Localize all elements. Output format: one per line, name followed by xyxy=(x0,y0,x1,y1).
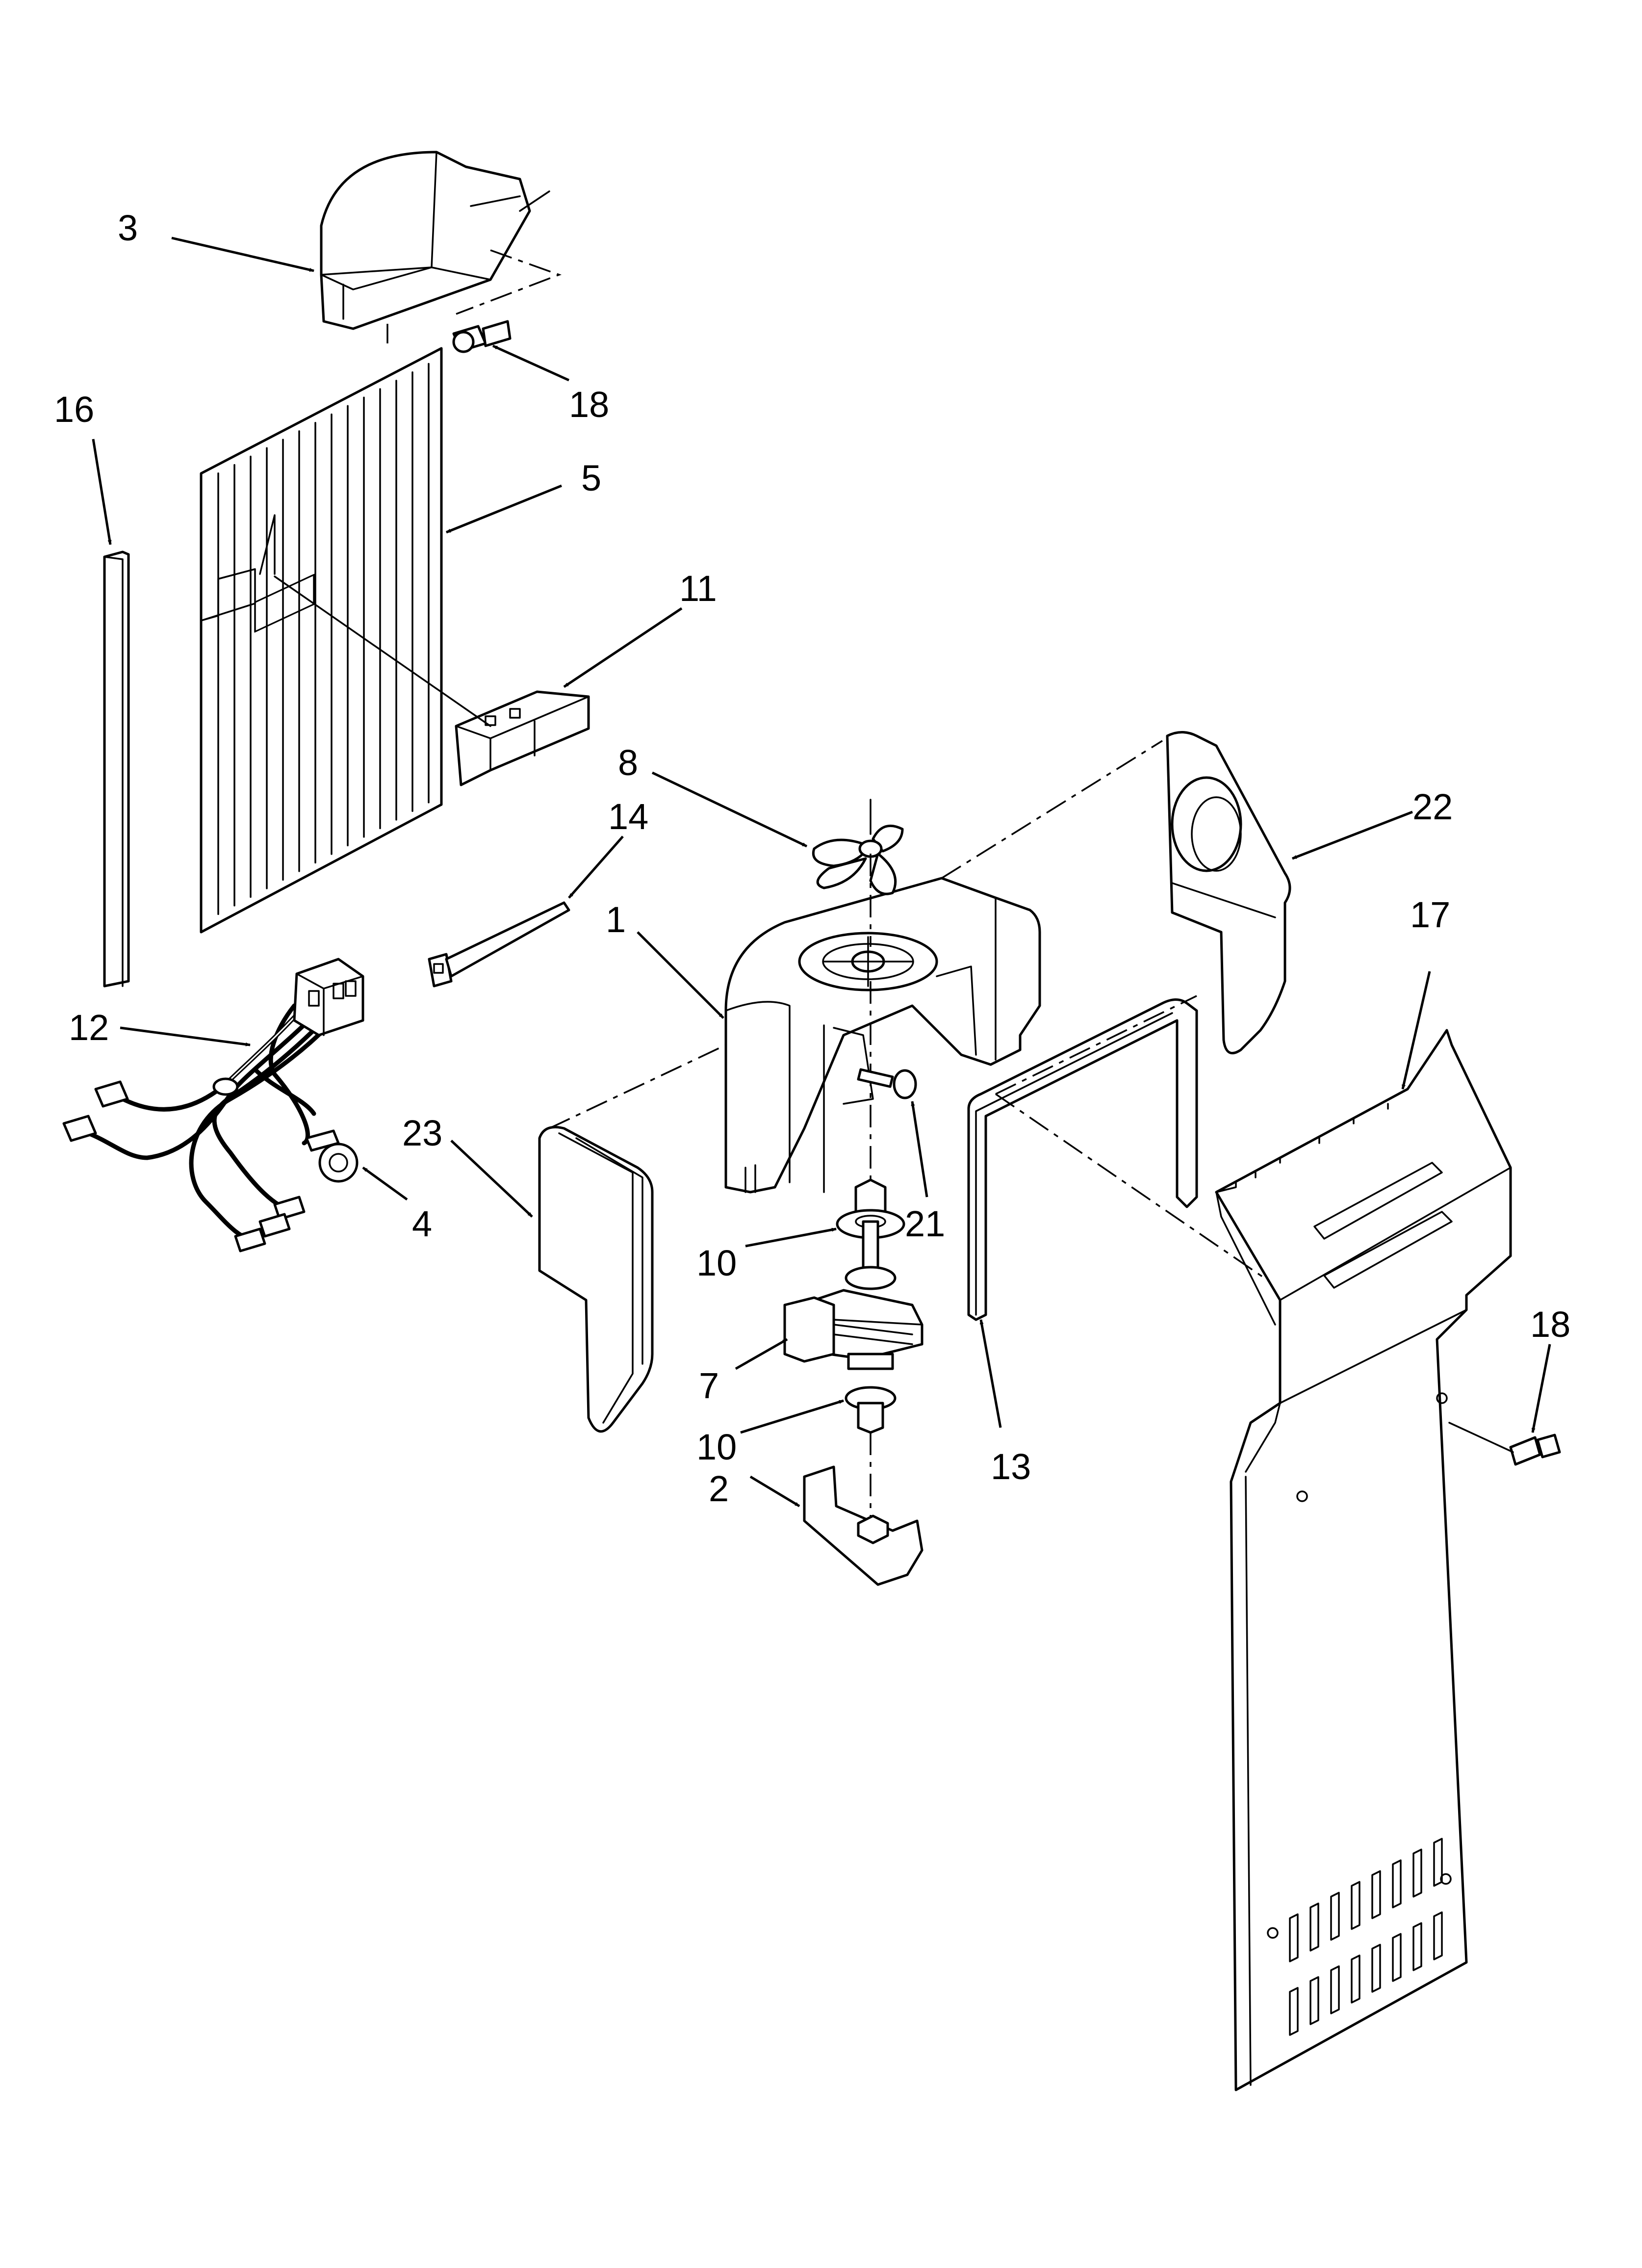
callout-4: 4 xyxy=(412,1203,432,1244)
part-18-screw-top xyxy=(452,320,512,353)
callout-10-upper: 10 xyxy=(696,1243,737,1283)
part-1-fan-housing xyxy=(724,877,1041,1194)
part-16-foam-strip xyxy=(103,550,130,988)
part-8-fan-blade xyxy=(812,799,904,895)
callout-13: 13 xyxy=(991,1446,1031,1487)
callout-17: 17 xyxy=(1410,894,1450,935)
vent-slot xyxy=(1289,1987,1299,2036)
vent-slot xyxy=(1371,1870,1381,1919)
callout-18-top: 18 xyxy=(569,384,609,425)
vent-slot xyxy=(1289,1913,1299,1962)
part-4-grommet xyxy=(318,1143,359,1183)
vent-slot xyxy=(1412,1922,1422,1971)
vent-slot xyxy=(1433,1911,1443,1960)
callout-11: 11 xyxy=(679,568,717,609)
vent-slot xyxy=(1351,1881,1360,1930)
callout-18-right: 18 xyxy=(1530,1304,1570,1345)
vent-slot xyxy=(1351,1955,1360,2004)
callout-12: 12 xyxy=(69,1007,109,1048)
callout-labels: 3 18 16 5 11 8 14 22 1 17 12 23 4 21 10 … xyxy=(54,208,1570,1509)
callout-16: 16 xyxy=(54,389,94,430)
part-22-insulation-right xyxy=(1166,731,1291,1055)
vent-slot xyxy=(1433,1838,1443,1887)
callout-2: 2 xyxy=(709,1468,729,1509)
callout-14: 14 xyxy=(608,796,648,837)
part-21-screw xyxy=(857,1068,917,1099)
callout-23: 23 xyxy=(402,1113,442,1153)
part-2-motor-bracket xyxy=(803,1465,924,1586)
callout-10-lower: 10 xyxy=(696,1427,737,1467)
vent-slot xyxy=(1330,1965,1340,2014)
vent-slot xyxy=(1412,1849,1422,1898)
part-3-duct-cover xyxy=(320,151,550,330)
vent-slot xyxy=(1371,1944,1381,1993)
part-10-grommet-lower xyxy=(845,1386,897,1434)
callout-3: 3 xyxy=(118,208,138,248)
part-23-insulation-left xyxy=(538,1126,654,1433)
vent-slot xyxy=(1309,1976,1319,2025)
vent-slot xyxy=(1309,1903,1319,1952)
vent-slot xyxy=(1392,1933,1402,1982)
part-17-air-tower xyxy=(1215,1029,1512,2091)
part-14-cable-tie xyxy=(428,901,570,988)
callout-8: 8 xyxy=(618,742,638,783)
leader-lines xyxy=(92,236,1551,1508)
callout-21: 21 xyxy=(905,1203,945,1244)
part-5-evaporator-cover xyxy=(200,347,443,934)
callout-22: 22 xyxy=(1412,786,1453,827)
part-11-bracket xyxy=(455,690,590,786)
callout-7: 7 xyxy=(699,1365,719,1406)
callout-5: 5 xyxy=(581,458,601,498)
vent-slot xyxy=(1330,1892,1340,1941)
callout-1: 1 xyxy=(606,899,626,940)
part-7-fan-motor xyxy=(783,1220,924,1370)
part-12-wire-harness xyxy=(62,958,364,1252)
part-18-screw-right xyxy=(1509,1434,1561,1466)
vent-slot xyxy=(1392,1859,1402,1908)
